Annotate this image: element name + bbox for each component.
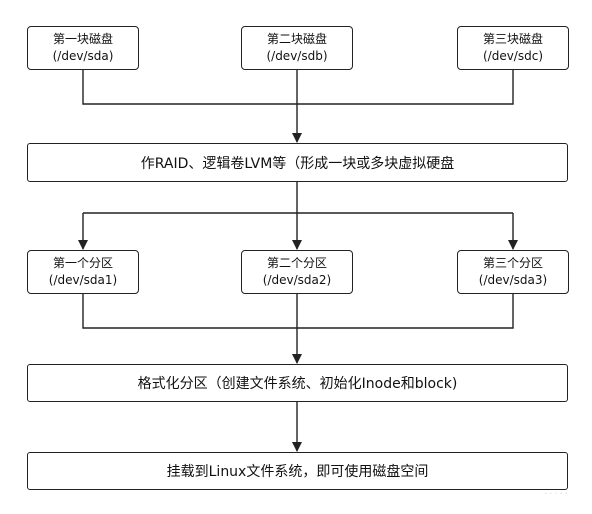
node-disk-sda-title: 第一块磁盘 <box>52 32 113 46</box>
node-disk-sdc-title: 第三块磁盘 <box>482 32 543 46</box>
node-format-partition-label: 格式化分区（创建文件系统、初始化Inode和block) <box>137 376 458 392</box>
watermark: ····· <box>544 489 570 500</box>
edge-disk3-to-raid <box>297 70 514 105</box>
node-partition-sda1: 第一个分区 (/dev/sda1) <box>27 250 139 294</box>
node-disk-sda-path: (/dev/sda) <box>52 49 114 63</box>
node-partition-sda3: 第三个分区 (/dev/sda3) <box>457 250 569 294</box>
node-partition-sda3-title: 第三个分区 <box>482 256 543 270</box>
node-disk-sdc: 第三块磁盘 (/dev/sdc) <box>457 26 569 70</box>
node-disk-sda: 第一块磁盘 (/dev/sda) <box>27 26 139 70</box>
edge-disk1-to-raid <box>82 70 297 105</box>
node-format-partition: 格式化分区（创建文件系统、初始化Inode和block) <box>27 364 568 402</box>
node-mount-filesystem-label: 挂载到Linux文件系统，即可使用磁盘空间 <box>166 464 429 480</box>
node-mount-filesystem: 挂载到Linux文件系统，即可使用磁盘空间 <box>27 452 568 490</box>
node-partition-sda1-path: (/dev/sda1) <box>48 273 118 287</box>
node-disk-sdb: 第二块磁盘 (/dev/sdb) <box>241 26 353 70</box>
node-partition-sda1-title: 第一个分区 <box>52 256 113 270</box>
node-disk-sdc-path: (/dev/sdc) <box>482 49 544 63</box>
node-partition-sda2-path: (/dev/sda2) <box>262 273 332 287</box>
edge-part1-to-format <box>82 294 297 329</box>
edge-part3-to-format <box>297 294 514 329</box>
node-disk-sdb-path: (/dev/sdb) <box>266 49 328 63</box>
node-raid-lvm-label: 作RAID、逻辑卷LVM等（形成一块或多块虚拟硬盘 <box>140 155 455 172</box>
node-raid-lvm: 作RAID、逻辑卷LVM等（形成一块或多块虚拟硬盘 <box>27 143 568 182</box>
node-partition-sda2: 第二个分区 (/dev/sda2) <box>241 250 353 294</box>
node-partition-sda2-title: 第二个分区 <box>266 256 327 270</box>
node-disk-sdb-title: 第二块磁盘 <box>266 32 327 46</box>
node-partition-sda3-path: (/dev/sda3) <box>478 273 548 287</box>
